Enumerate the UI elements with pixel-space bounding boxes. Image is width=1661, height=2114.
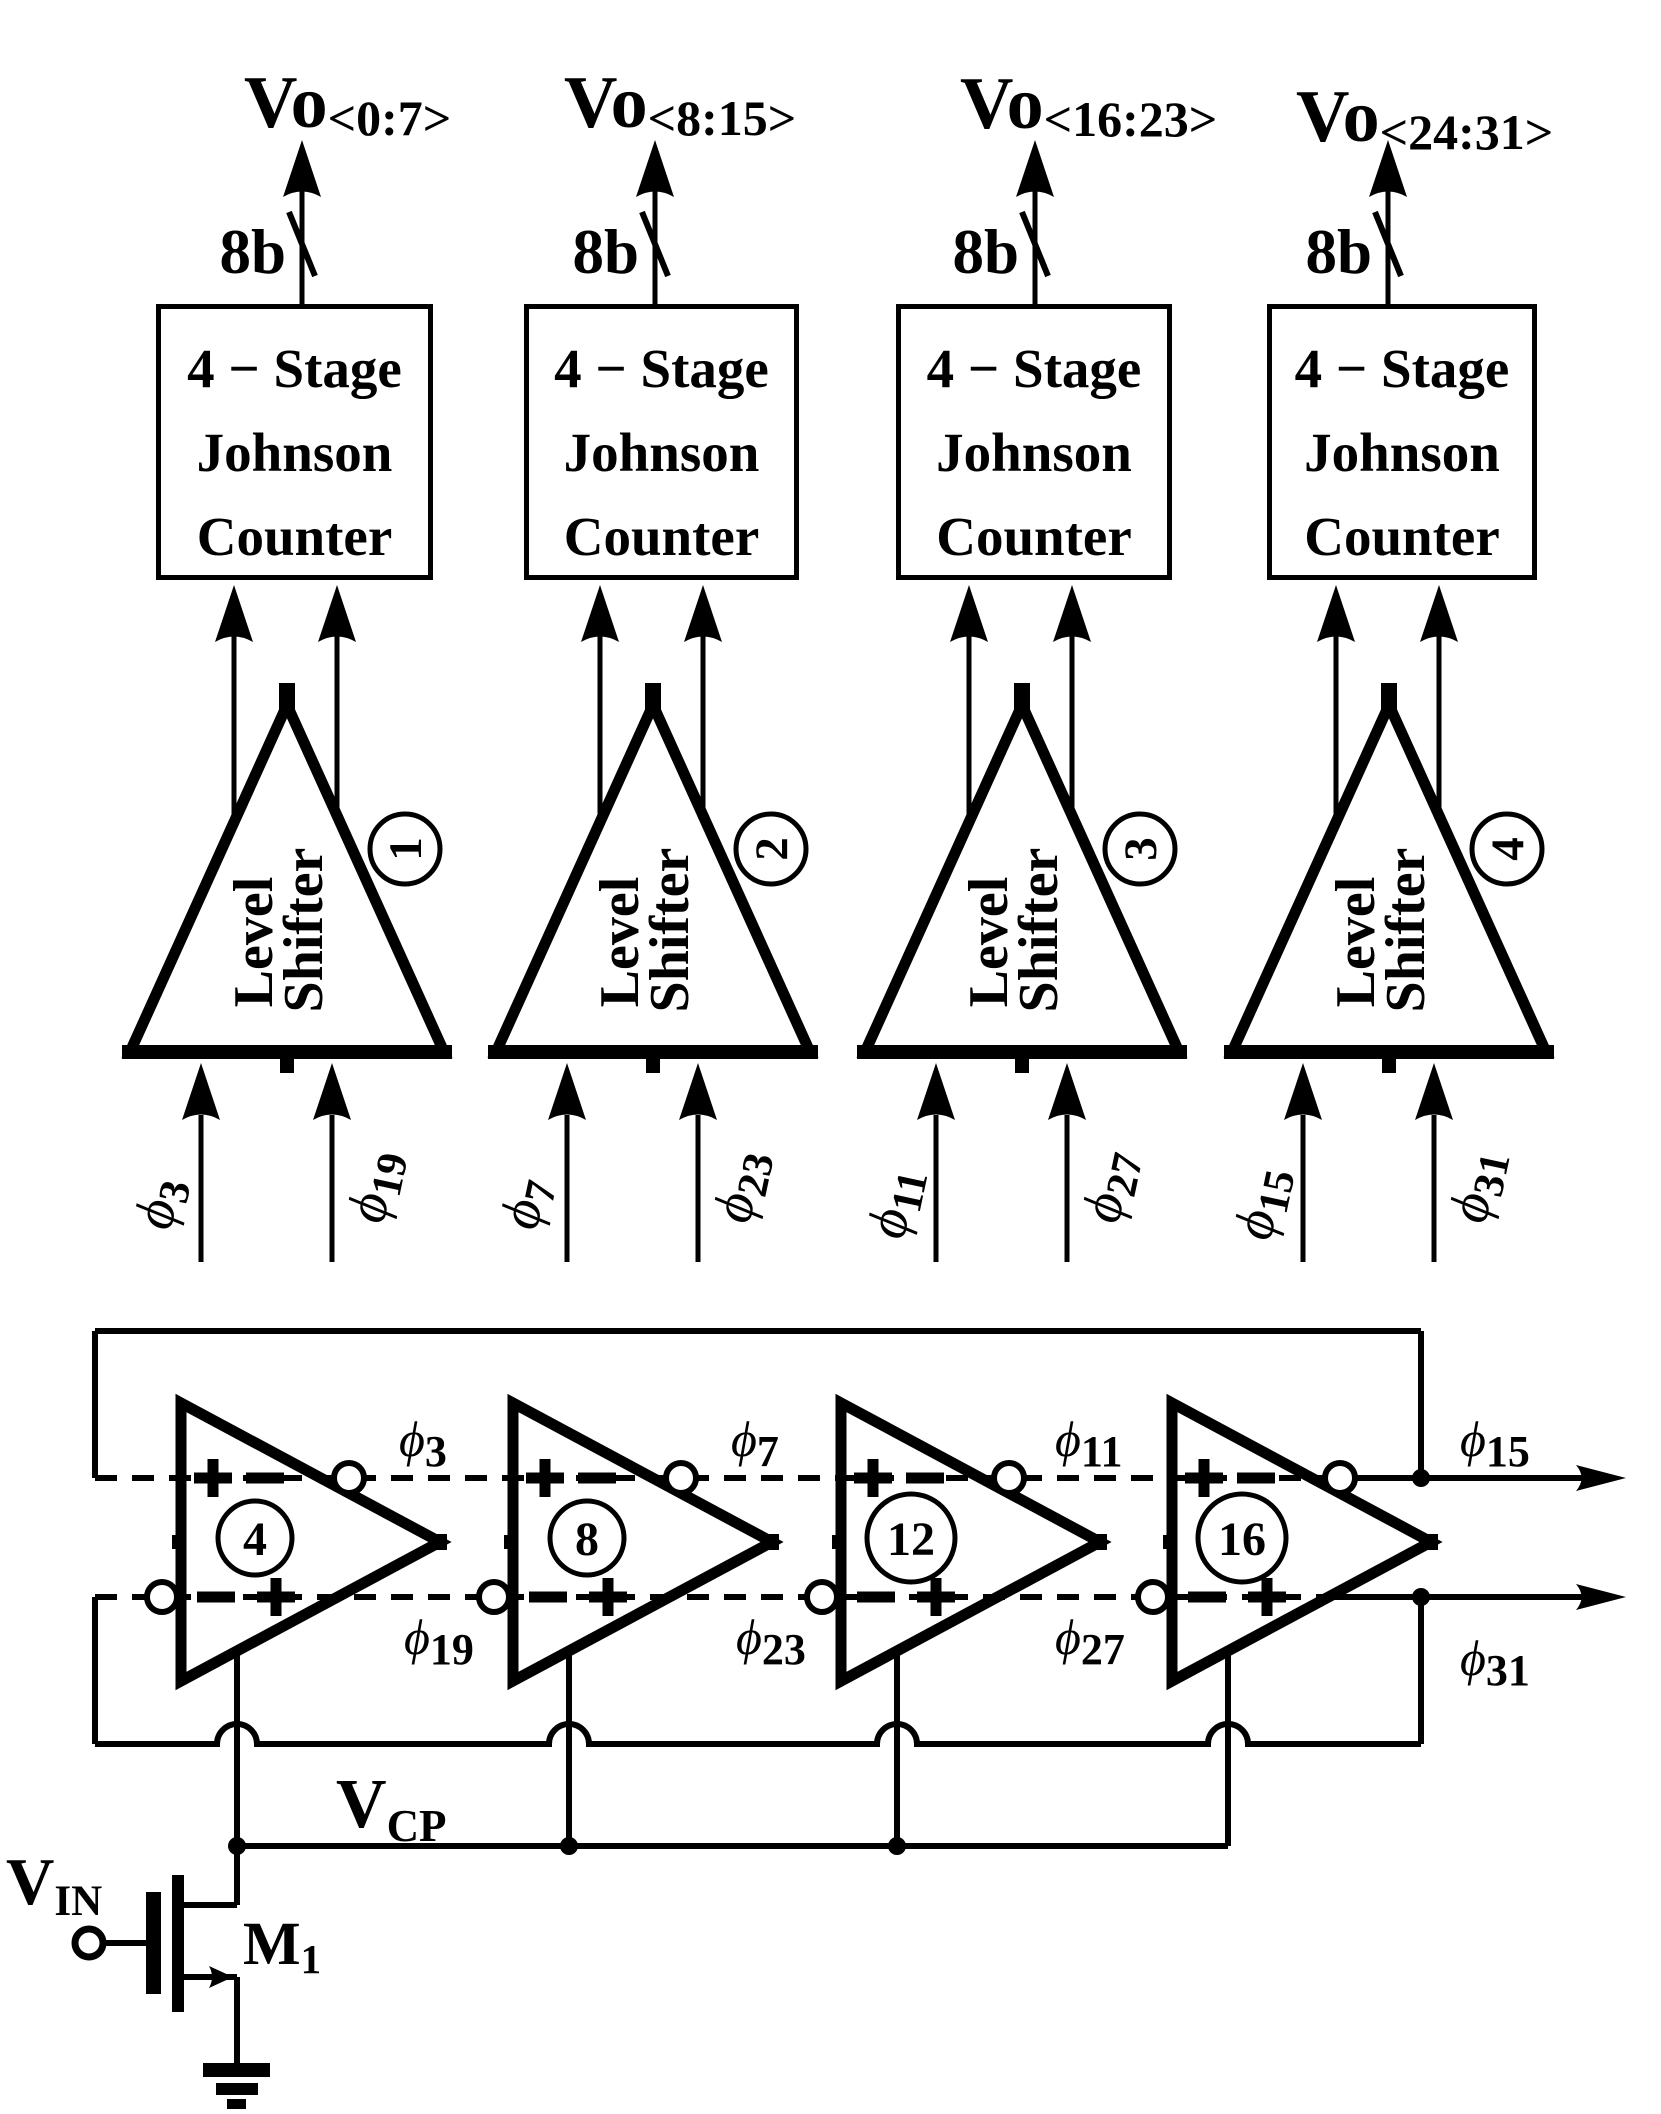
svg-text:Johnson: Johnson <box>1304 422 1500 483</box>
svg-text:ϕ27: ϕ27 <box>1070 1144 1152 1229</box>
svg-text:ϕ11: ϕ11 <box>855 1163 937 1245</box>
svg-text:8b: 8b <box>572 217 639 287</box>
svg-text:8b: 8b <box>952 217 1019 287</box>
svg-text:8: 8 <box>575 1513 599 1566</box>
svg-text:Shifter: Shifter <box>1008 848 1070 1013</box>
svg-text:Counter: Counter <box>1304 506 1500 567</box>
svg-text:4: 4 <box>243 1513 267 1566</box>
svg-text:Shifter: Shifter <box>639 848 701 1013</box>
svg-text:8b: 8b <box>219 217 286 287</box>
svg-text:2: 2 <box>746 837 798 861</box>
svg-text:ϕ3: ϕ3 <box>399 1411 447 1476</box>
svg-text:Shifter: Shifter <box>273 848 335 1013</box>
svg-text:Level: Level <box>223 877 285 1008</box>
svg-text:4 − Stage: 4 − Stage <box>187 338 402 399</box>
svg-text:Johnson: Johnson <box>936 422 1132 483</box>
svg-text:Johnson: Johnson <box>564 422 760 483</box>
svg-text:4 − Stage: 4 − Stage <box>1295 338 1510 399</box>
svg-text:Counter: Counter <box>936 506 1132 567</box>
svg-text:3: 3 <box>1115 837 1167 861</box>
svg-text:Level: Level <box>958 877 1020 1008</box>
svg-text:16: 16 <box>1218 1513 1266 1566</box>
svg-text:12: 12 <box>887 1513 935 1566</box>
svg-text:Johnson: Johnson <box>197 422 393 483</box>
svg-text:1: 1 <box>380 837 432 861</box>
svg-text:4 − Stage: 4 − Stage <box>554 338 769 399</box>
svg-text:VIN: VIN <box>6 1845 102 1925</box>
svg-text:8b: 8b <box>1305 217 1372 287</box>
svg-text:Shifter: Shifter <box>1375 848 1437 1013</box>
svg-text:4: 4 <box>1482 837 1534 861</box>
svg-text:Counter: Counter <box>564 506 760 567</box>
svg-text:Counter: Counter <box>197 506 393 567</box>
svg-text:Level: Level <box>1325 877 1387 1008</box>
svg-text:4 − Stage: 4 − Stage <box>927 338 1142 399</box>
svg-text:Level: Level <box>589 877 651 1008</box>
